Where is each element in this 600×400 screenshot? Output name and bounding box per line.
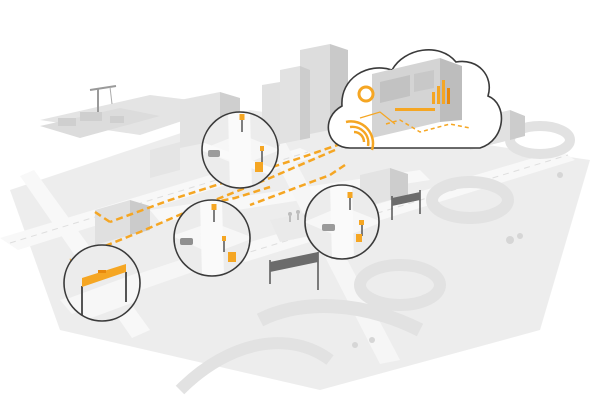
highway-sign-callout	[63, 244, 141, 322]
intersection-left-callout	[173, 199, 251, 277]
car-icon	[322, 224, 335, 231]
signal-waves-icon	[345, 120, 375, 151]
intersection-top-callout	[201, 111, 279, 189]
car-icon	[208, 150, 220, 157]
sensor-box-icon	[255, 162, 263, 172]
overhead-sign-icon	[82, 264, 126, 287]
highway-interchange	[175, 121, 575, 395]
sensor-box-icon	[228, 252, 236, 262]
sensor-box-icon	[356, 234, 362, 242]
intersection-right-callout	[304, 184, 380, 260]
harbor	[40, 85, 160, 138]
road-gantry	[269, 190, 421, 290]
car-icon	[180, 238, 193, 245]
dashboard-chart-icon	[357, 80, 450, 104]
cloud-dashboard	[327, 49, 503, 151]
